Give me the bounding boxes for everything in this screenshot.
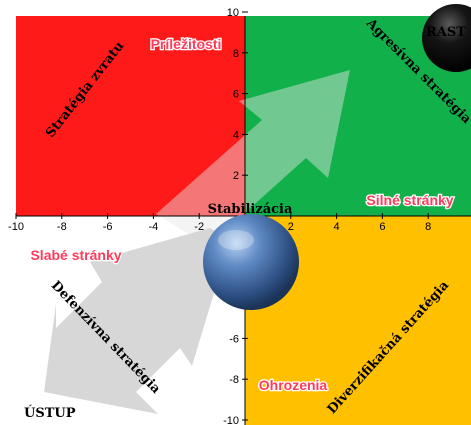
growth-arrow — [156, 70, 350, 246]
stabilization-label: Stabilizácia — [208, 202, 293, 217]
threats-label: Ohrozenia — [259, 377, 328, 393]
x-tick-label: -6 — [103, 221, 113, 233]
weaknesses-label: Slabé stránky — [30, 247, 121, 263]
y-tick-label: 2 — [233, 170, 239, 182]
y-tick-label: 4 — [233, 129, 239, 141]
x-tick-label: -2 — [194, 221, 204, 233]
x-tick-label: 8 — [425, 221, 431, 233]
growth-ball — [422, 4, 471, 72]
strengths-label: Silné stránky — [366, 192, 453, 208]
y-tick-label: -8 — [229, 374, 239, 386]
x-tick-label: -8 — [57, 221, 67, 233]
x-tick-label: -4 — [149, 221, 159, 233]
x-tick-label: 2 — [288, 221, 294, 233]
x-tick-label: -10 — [8, 221, 24, 233]
decline-arrow — [44, 228, 230, 414]
x-tick-label: 4 — [334, 221, 340, 233]
x-tick-label: 6 — [379, 221, 385, 233]
growth-label: RAST — [426, 25, 466, 40]
quadrant-top-left — [16, 16, 245, 216]
y-tick-label: -10 — [223, 415, 239, 425]
sphere-highlight — [218, 230, 254, 250]
position-sphere — [203, 214, 299, 310]
y-tick-label: 6 — [233, 89, 239, 101]
y-tick-label: 10 — [227, 7, 239, 19]
y-tick-label: 8 — [233, 48, 239, 60]
decline-label: ÚSTUP — [24, 404, 76, 421]
y-tick-label: -6 — [229, 333, 239, 345]
opportunities-label: Príležitosti — [151, 36, 222, 52]
